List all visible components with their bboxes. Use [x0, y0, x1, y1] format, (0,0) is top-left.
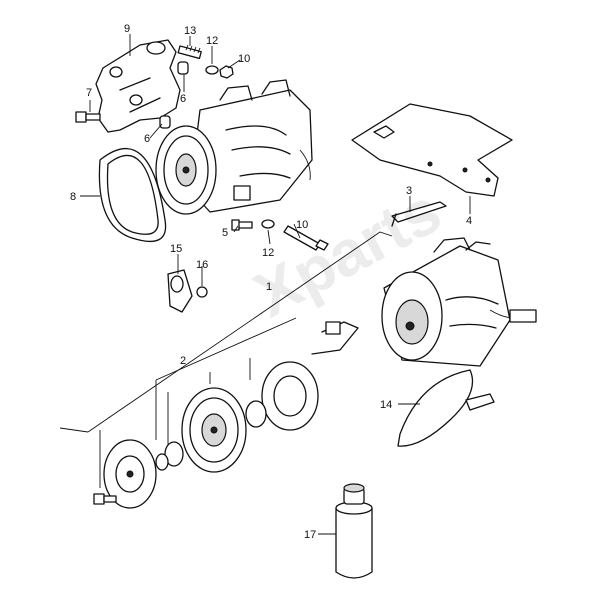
- washer-12-bottom: [261, 219, 275, 229]
- connector-plug: [325, 321, 341, 335]
- kit-2-drops: [155, 358, 251, 460]
- callout-9: 8: [70, 191, 76, 203]
- callout-5: 5: [222, 227, 228, 239]
- callout-12-top: 12: [206, 35, 218, 47]
- snap-ring-large: [245, 400, 267, 428]
- center-bolt: [93, 493, 117, 505]
- kit-2-boundary: [155, 317, 297, 381]
- callout-16: 16: [196, 259, 208, 271]
- callout-1: 1: [266, 281, 272, 293]
- stud-6-top: [177, 61, 189, 75]
- snap-ring-small: [164, 441, 184, 467]
- callout-2: 2: [180, 355, 186, 367]
- callout-3: 3: [406, 185, 412, 197]
- pressure-line: [397, 369, 495, 447]
- callout-4: 4: [466, 215, 472, 227]
- callout-6-top: 6: [180, 93, 186, 105]
- bolt-10: [283, 225, 329, 251]
- oil-can: [335, 483, 373, 579]
- callout-6-bottom: 6: [144, 133, 150, 145]
- clutch-pulley: [181, 387, 247, 473]
- field-coil: [261, 361, 319, 431]
- bolt-7: [75, 111, 101, 123]
- callout-12-bottom: 12: [262, 247, 274, 259]
- callout-8: 9: [124, 23, 130, 35]
- callout-7: 7: [86, 87, 92, 99]
- kit-1-left: [59, 427, 89, 433]
- callout-17: 17: [304, 529, 316, 541]
- drive-belt: [98, 148, 167, 243]
- washer-12-top: [205, 65, 219, 75]
- callout-15: 15: [170, 243, 182, 255]
- callout-13: 13: [184, 25, 196, 37]
- callout-14: 14: [380, 399, 392, 411]
- clip-bracket-upper: [233, 185, 251, 201]
- heat-shield: [351, 103, 513, 197]
- hose-clip: [167, 269, 208, 313]
- compressor-lower: [381, 237, 537, 367]
- leader-lines: [80, 34, 471, 535]
- clip-3: [391, 201, 447, 227]
- stud-6-bottom: [159, 115, 171, 129]
- callout-11: 10: [238, 53, 250, 65]
- callout-10: 10: [296, 219, 308, 231]
- clutch-plate: [103, 439, 157, 509]
- compressor-upper: [155, 79, 313, 215]
- bolt-13: [177, 44, 202, 60]
- kit-1-boundary: [87, 231, 393, 433]
- shim: [155, 453, 169, 471]
- connector-lower: [509, 309, 537, 323]
- nut-11: [219, 65, 234, 79]
- bolt-5: [231, 219, 253, 231]
